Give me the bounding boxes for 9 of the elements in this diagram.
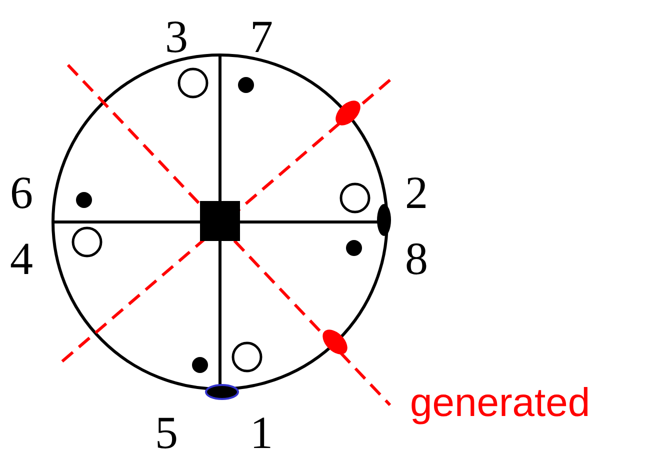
annotation-label: generated — [410, 383, 590, 423]
position-number: 4 — [10, 236, 33, 282]
position-number: 8 — [405, 236, 428, 282]
position-number: 2 — [405, 170, 428, 216]
position-number: 7 — [250, 14, 273, 60]
position-number: 5 — [155, 410, 178, 455]
position-number: 3 — [165, 14, 188, 60]
position-number: 6 — [10, 170, 33, 216]
position-number: 1 — [250, 410, 273, 455]
